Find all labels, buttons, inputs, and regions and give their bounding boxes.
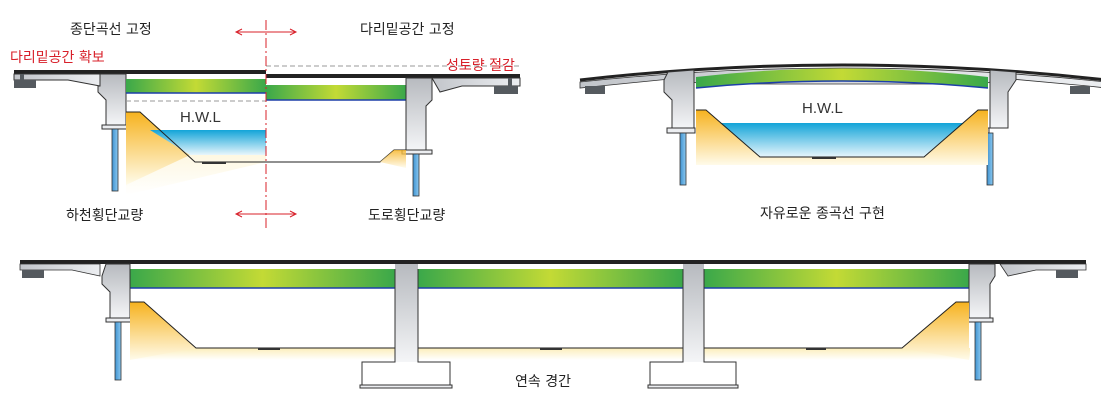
panel-curved: H.W.L 자유로운 종곡선 구현: [579, 63, 1101, 222]
hwl-label: H.W.L: [180, 109, 221, 126]
left-abutment: [663, 69, 695, 129]
right-abutment: [989, 69, 1017, 129]
deck-top-line: [14, 70, 266, 74]
girder-span-3: [704, 269, 969, 288]
right-abutment: [968, 263, 996, 319]
footing: [101, 124, 131, 130]
panel-continuous-span: 연속 경간: [19, 260, 1087, 390]
note-clearance-secured: 다리밑공간 확보: [10, 50, 105, 66]
girder-span-2: [418, 269, 683, 288]
pile: [679, 132, 687, 186]
caption-free-vertical-curve: 자유로운 종곡선 구현: [760, 206, 885, 222]
pier-2: [647, 264, 739, 389]
pile: [114, 321, 122, 381]
girder-left: [126, 79, 266, 93]
abutment-wall: [97, 73, 127, 126]
pile: [111, 128, 119, 192]
embankment-right: [902, 302, 969, 360]
left-abutment: [101, 263, 131, 319]
arrow-top: [234, 28, 298, 218]
embankment: [126, 112, 190, 185]
curved-girder: [696, 68, 988, 88]
label-road-crossing: 도로횡단교량: [368, 208, 445, 224]
pier-1: [359, 264, 453, 389]
label-river-crossing: 하천횡단교량: [66, 208, 143, 224]
embankment: [696, 110, 988, 165]
caption-continuous-span: 연속 경간: [515, 374, 571, 390]
deck-top-line: [20, 260, 1086, 264]
bearing-block: [22, 270, 44, 278]
girder-span-1: [130, 269, 395, 288]
bearing-block: [14, 80, 36, 88]
panel-comparison: 종단곡선 고정 다리밑공간 고정 다리밑공간 확보 성토량 절감 H.W.L 하…: [10, 20, 521, 228]
label-longitudinal-curve-fixed: 종단곡선 고정: [70, 22, 152, 38]
river-water: [150, 130, 266, 155]
label-clearance-fixed: 다리밑공간 고정: [360, 22, 455, 38]
curved-deck: [579, 63, 1101, 82]
hwl-label: H.W.L: [802, 100, 843, 117]
right-abutment: [401, 77, 521, 197]
embankment-left: [130, 302, 196, 360]
river-water: [720, 123, 964, 157]
bearing-block: [585, 86, 605, 94]
note-fill-reduction: 성토량 절감: [446, 58, 515, 74]
left-abutment: [13, 70, 266, 192]
girder-right: [266, 85, 406, 100]
